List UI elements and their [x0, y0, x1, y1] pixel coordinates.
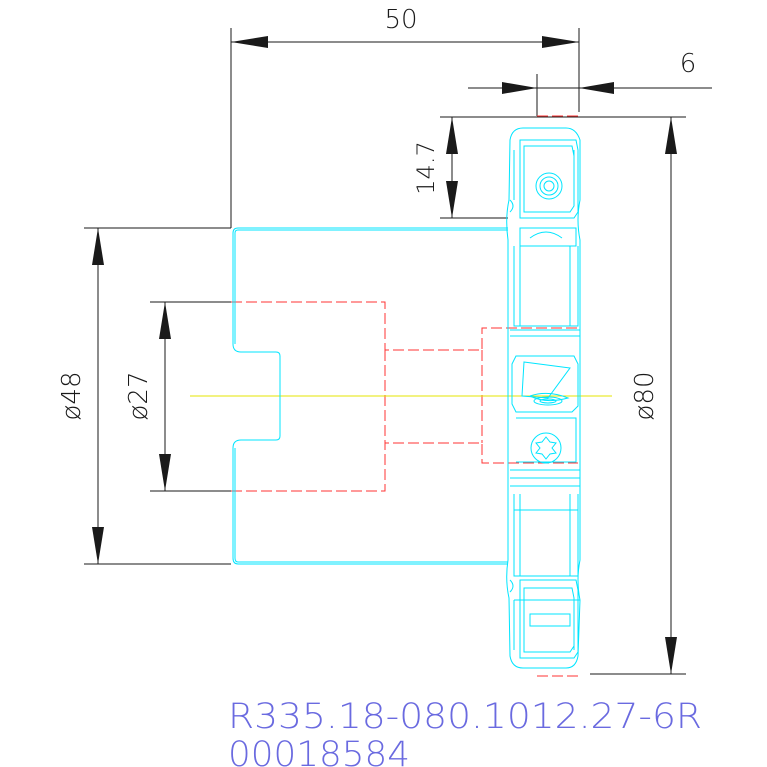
dim-shank-diameter: ø48 [57, 372, 87, 421]
dim-insert-height: 14.7 [412, 141, 440, 194]
dim-cutter-diameter: ø80 [630, 372, 660, 421]
dim-bore-diameter: ø27 [124, 372, 154, 421]
dim-insert-width: 6 [680, 49, 697, 79]
part-serial: 00018584 [228, 735, 410, 767]
dimension-arrows [92, 36, 677, 674]
cutter-body [232, 127, 581, 669]
part-code: R335.18-080.1012.27-6R [228, 697, 702, 737]
dim-length-overall: 50 [384, 5, 417, 35]
dimension-lines [84, 28, 712, 675]
